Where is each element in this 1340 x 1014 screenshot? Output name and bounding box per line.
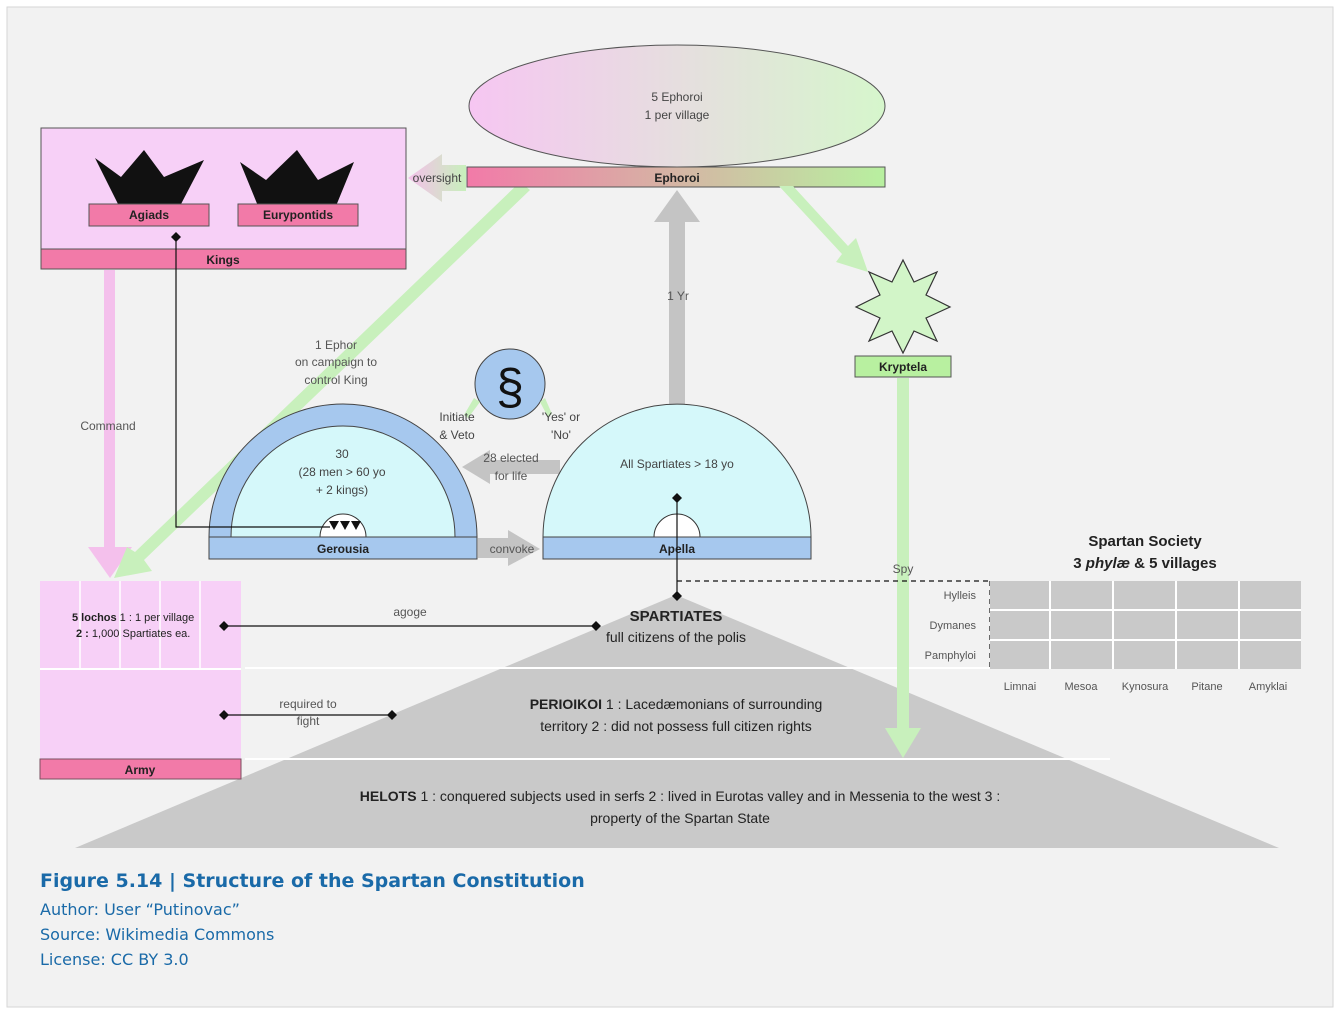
gerousia-bar-label: Gerousia	[317, 542, 369, 556]
one-ephor-label-3: control King	[304, 373, 367, 387]
elected-label-1: 28 elected	[483, 451, 538, 465]
command-label: Command	[80, 419, 135, 433]
ephoroi-count: 5 Ephoroi	[651, 90, 702, 104]
kings-to-gerousia-line	[175, 237, 330, 528]
kryptela-arrow	[779, 186, 868, 272]
society-title: Spartan Society	[1088, 533, 1202, 550]
ephoroi-per-village: 1 per village	[645, 108, 710, 122]
phyle-pamphyloi: Pamphyloi	[925, 650, 976, 662]
pyramid-shape	[75, 595, 1279, 848]
agiads-box	[88, 203, 210, 227]
lochos-line-1: 5 lochos 1 : 1 per village	[72, 612, 194, 624]
convoke-label: convoke	[490, 542, 535, 556]
kings-panel	[40, 127, 407, 250]
law-circle	[474, 348, 546, 420]
army-bar-label: Army	[125, 763, 156, 777]
army-bar	[39, 758, 242, 780]
initiate-label-1: Initiate	[439, 410, 475, 424]
command-arrow: Command	[80, 270, 136, 578]
one-ephor-label-1: 1 Ephor	[315, 338, 357, 352]
phyle-hylleis: Hylleis	[944, 590, 977, 602]
helots-line-2: property of the Spartan State	[590, 810, 770, 826]
society-subtitle: 3 phylæ & 5 villages	[1073, 555, 1216, 572]
agoge-label: agoge	[393, 605, 427, 619]
perioikoi-line-1: PERIOIKOI 1 : Lacedæmonians of surroundi…	[530, 696, 823, 712]
lochos-line-2: 2 : 1,000 Spartiates ea.	[76, 628, 190, 640]
spy-arrow	[885, 378, 921, 758]
society-grid-bg	[990, 581, 1301, 669]
village-pitane: Pitane	[1191, 681, 1222, 693]
connector-dots	[171, 232, 682, 720]
village-kynosura: Kynosura	[1122, 681, 1169, 693]
king-marker-1-icon	[329, 521, 339, 530]
yes-no-label-2: 'No'	[551, 428, 571, 442]
gerousia-inner	[230, 425, 456, 538]
oversight-label: oversight	[413, 171, 462, 185]
crown-agiads-icon	[95, 150, 204, 206]
yes-no-label-1: 'Yes' or	[542, 410, 580, 424]
spartiates-subtitle: full citizens of the polis	[606, 629, 746, 645]
elected-arrow: 28 elected for life	[462, 450, 560, 484]
kryptela-label: Kryptela	[879, 360, 927, 374]
village-limnai: Limnai	[1004, 681, 1036, 693]
figure-license: License: CC BY 3.0	[40, 950, 189, 969]
kings-bar-label: Kings	[206, 253, 240, 267]
ephoroi-bar	[466, 166, 886, 188]
kryptela-box	[854, 355, 952, 378]
section-sign-icon: §	[496, 359, 524, 415]
spartiates-title: SPARTIATES	[630, 608, 723, 625]
king-marker-2-icon	[340, 521, 350, 530]
required-label-1: required to	[279, 697, 337, 711]
eurypontids-box	[237, 203, 359, 227]
one-year-arrow: 1 Yr	[654, 190, 700, 405]
apella-dome	[542, 403, 812, 538]
eurypontids-label: Eurypontids	[263, 208, 333, 222]
spy-label: Spy	[893, 562, 914, 576]
ephoroi-bar-label: Ephoroi	[654, 171, 699, 185]
elected-label-2: for life	[495, 469, 528, 483]
figure-source: Source: Wikimedia Commons	[40, 925, 275, 944]
one-ephor-label-2: on campaign to	[295, 355, 377, 369]
gerousia-group: Gerousia 30 (28 men > 60 yo + 2 kings)	[208, 403, 478, 560]
village-amyklai: Amyklai	[1249, 681, 1288, 693]
kings-bar	[40, 248, 407, 270]
apella-line-1: All Spartiates > 18 yo	[620, 457, 734, 471]
connector-lines	[175, 237, 991, 716]
yes-no-arrow	[540, 398, 552, 417]
initiate-label-2: & Veto	[439, 428, 475, 442]
oversight-arrow: oversight	[408, 154, 466, 202]
gerousia-line-1: 30	[335, 447, 349, 461]
ephoroi-ellipse	[468, 44, 886, 168]
figure-caption: Figure 5.14 | Structure of the Spartan C…	[40, 870, 585, 975]
required-label-2: fight	[297, 714, 320, 728]
kryptela-star-icon	[854, 258, 952, 355]
kryptela-group: Kryptela Spy	[854, 258, 952, 758]
gerousia-line-3: + 2 kings)	[316, 483, 368, 497]
figure-author: Author: User “Putinovac”	[40, 900, 240, 919]
village-mesoa: Mesoa	[1064, 681, 1098, 693]
convoke-arrow: convoke	[478, 530, 540, 566]
social-pyramid	[75, 595, 1279, 848]
perioikoi-line-2: territory 2 : did not possess full citiz…	[540, 718, 812, 734]
crown-eurypontids-icon	[240, 150, 354, 206]
initiate-arrow	[464, 398, 480, 418]
apella-group: Apella All Spartiates > 18 yo	[542, 403, 812, 560]
phyle-dymanes: Dymanes	[930, 620, 977, 632]
one-year-label: 1 Yr	[667, 289, 689, 303]
ephor-campaign-arrow: 1 Ephor on campaign to control King	[114, 182, 530, 578]
agiads-label: Agiads	[129, 208, 169, 222]
spartan-society-table: Spartan Society 3 phylæ & 5 villages Hyl…	[925, 533, 1301, 693]
ephoroi-group: 5 Ephoroi 1 per village Ephoroi	[466, 44, 886, 188]
king-marker-3-icon	[351, 521, 361, 530]
gerousia-line-2: (28 men > 60 yo	[298, 465, 385, 479]
army-box: Army 5 lochos 1 : 1 per village 2 : 1,00…	[39, 581, 242, 780]
helots-line-1: HELOTS 1 : conquered subjects used in se…	[360, 788, 1000, 804]
kings-box: Agiads Eurypontids Kings	[40, 127, 407, 270]
figure-title: Figure 5.14 | Structure of the Spartan C…	[40, 870, 585, 892]
gerousia-bar	[208, 536, 478, 560]
law-group: § Initiate & Veto 'Yes' or 'No'	[439, 348, 580, 442]
